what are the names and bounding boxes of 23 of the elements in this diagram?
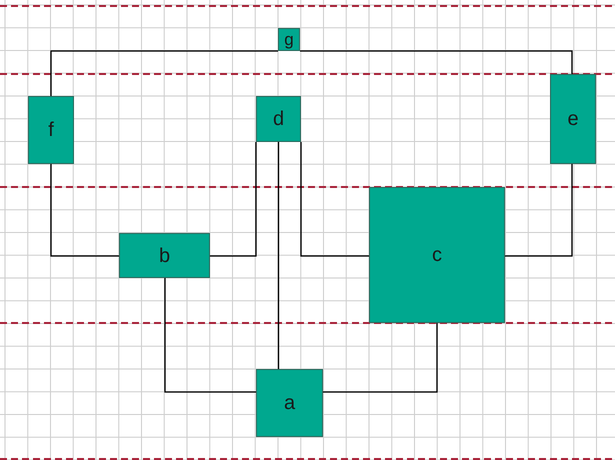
process-box bbox=[256, 96, 301, 142]
connector bbox=[505, 164, 573, 257]
process-box bbox=[256, 369, 323, 437]
node-label: b bbox=[158, 246, 170, 266]
process-box bbox=[119, 233, 210, 278]
node-label: a bbox=[284, 393, 296, 413]
connector bbox=[50, 50, 278, 96]
connector bbox=[300, 142, 369, 257]
process-box bbox=[278, 28, 300, 51]
connector bbox=[210, 142, 257, 257]
node-label: d bbox=[272, 109, 284, 129]
node-label: g bbox=[284, 31, 294, 48]
connector bbox=[164, 278, 256, 393]
node-label: f bbox=[48, 120, 54, 140]
connector bbox=[323, 323, 438, 393]
connector bbox=[50, 164, 119, 257]
connector bbox=[300, 50, 573, 74]
process-box bbox=[550, 74, 596, 164]
process-box bbox=[28, 96, 74, 164]
node-label: e bbox=[567, 109, 579, 129]
connector bbox=[278, 142, 280, 369]
node-label: c bbox=[432, 245, 442, 265]
process-box bbox=[369, 187, 505, 323]
